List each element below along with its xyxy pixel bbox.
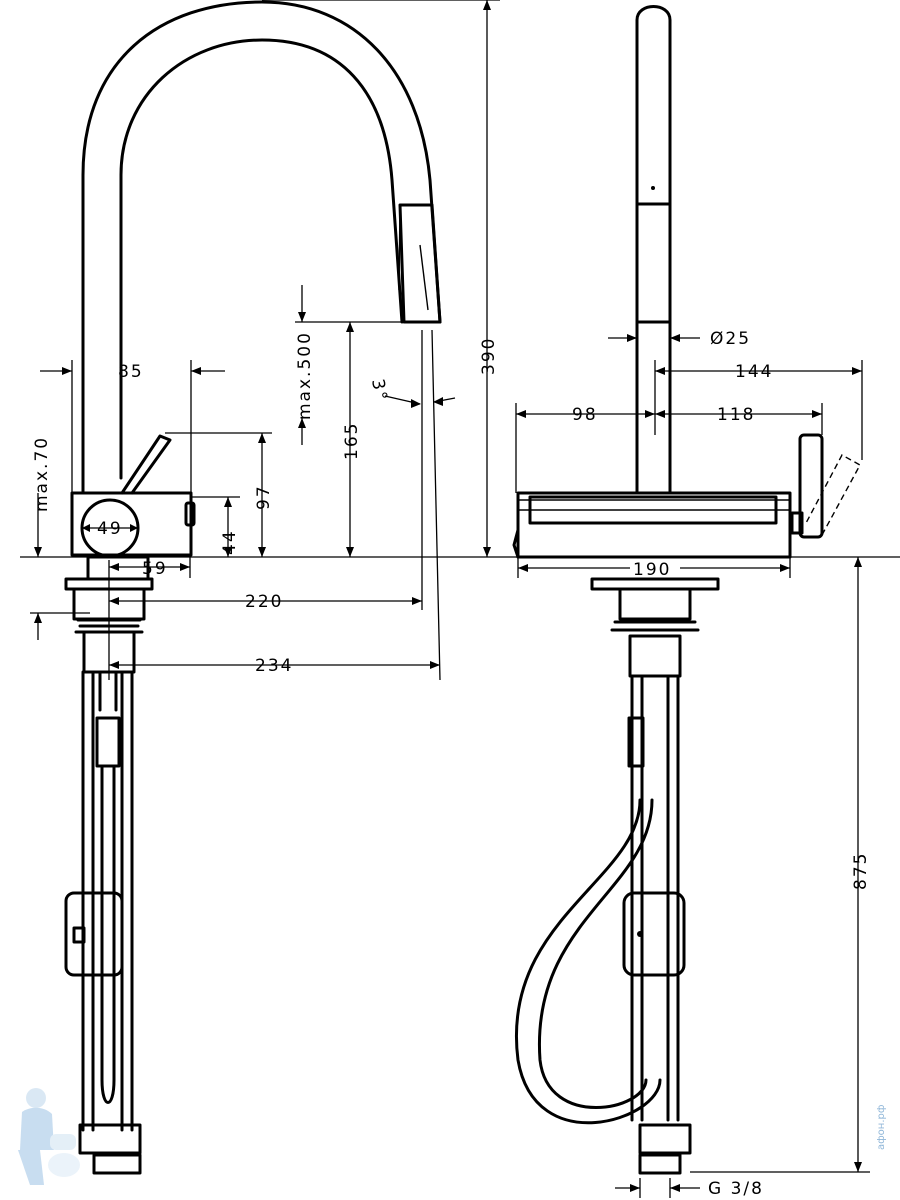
dim-234: 234 <box>255 656 293 676</box>
watermark-text: афон.рф <box>876 1105 887 1150</box>
spray-head <box>398 203 442 324</box>
dim-118: 118 <box>717 405 755 425</box>
dim-190: 190 <box>633 560 671 580</box>
dim-390: 390 <box>479 337 499 375</box>
side-handle <box>798 433 824 539</box>
lever <box>120 434 172 495</box>
side-hose-loop <box>514 798 662 1125</box>
dim-220: 220 <box>245 592 283 612</box>
dim-max-500: max.500 <box>295 331 315 420</box>
dim-98: 98 <box>572 405 598 425</box>
dim-165: 165 <box>342 422 362 460</box>
dim-diameter-25: Ø25 <box>710 329 751 349</box>
spout-outer <box>81 0 442 495</box>
dim-thread-g38: G 3/8 <box>708 1179 764 1199</box>
side-view <box>512 5 861 1175</box>
supply-tube-left <box>81 670 95 1132</box>
dim-144: 144 <box>735 362 773 382</box>
dim-875: 875 <box>851 852 871 890</box>
spout-inner <box>119 38 404 480</box>
dim-97: 97 <box>254 484 274 510</box>
front-view <box>64 0 442 1175</box>
counterweight <box>64 891 124 977</box>
dim-44: 44 <box>220 529 240 555</box>
dim-85: 85 <box>118 362 144 382</box>
side-tube <box>635 5 672 495</box>
dim-3-degrees: 3° <box>367 377 391 403</box>
side-tray <box>516 491 792 559</box>
dim-max-70: max.70 <box>32 436 52 512</box>
dim-49: 49 <box>97 519 123 539</box>
plumber-mascot-icon <box>18 1088 80 1185</box>
dim-59: 59 <box>142 559 168 579</box>
